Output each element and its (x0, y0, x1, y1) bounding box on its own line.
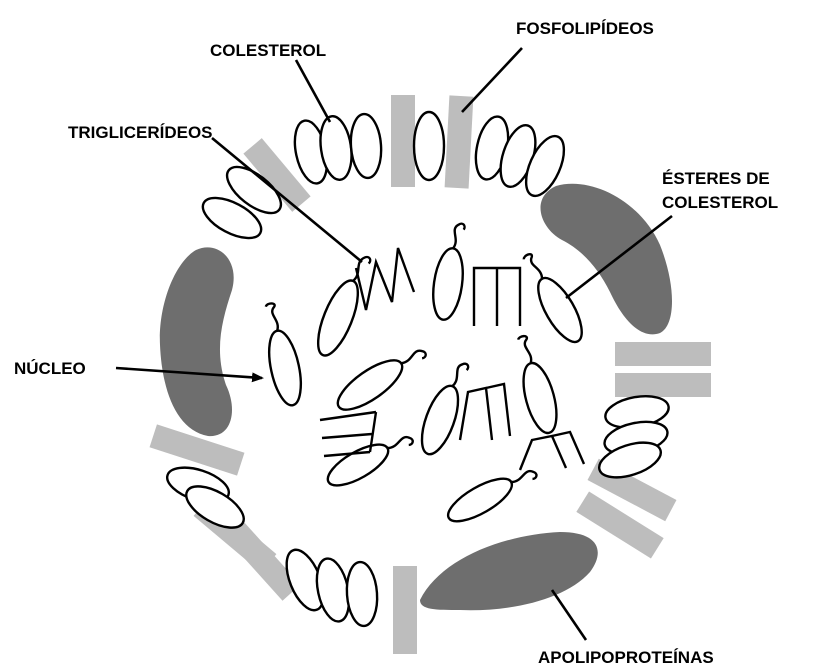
label-trigliceridos: TRIGLICERÍDEOS (68, 123, 213, 142)
leader-apolipoproteinas (552, 590, 586, 640)
apolipoprotein-bottom (420, 532, 598, 610)
leader-colesterol (296, 60, 330, 122)
phospholipid (391, 95, 415, 187)
cholesterol-ester (258, 300, 307, 408)
phospholipid (393, 566, 417, 654)
leader-fosfolipideos (462, 48, 522, 112)
core-cholesterol-esters (258, 221, 591, 529)
apolipoprotein-left (160, 247, 234, 436)
label-fosfolipideos: FOSFOLIPÍDEOS (516, 19, 654, 38)
triglyceride (520, 432, 584, 470)
phospholipid (445, 95, 474, 188)
cholesterol-ester (516, 247, 590, 348)
cholesterol-molecule (345, 561, 379, 627)
triglyceride (474, 268, 520, 326)
label-apolipoproteinas: APOLIPOPROTEÍNAS (538, 648, 714, 667)
cholesterol-ester (429, 221, 470, 322)
cholesterol-ester (331, 337, 430, 418)
cholesterol-ester (510, 332, 563, 436)
triglyceride (460, 384, 510, 440)
label-colesterol: COLESTEROL (210, 41, 326, 60)
phospholipid (615, 342, 711, 366)
label-esteres-line2: COLESTEROL (662, 193, 778, 212)
cholesterol-molecule (414, 112, 444, 180)
label-nucleo: NÚCLEO (14, 359, 86, 378)
cholesterol-molecule (349, 113, 383, 179)
label-esteres-line1: ÉSTERES DE (662, 169, 770, 188)
cholesterol-ester (442, 458, 540, 529)
phospholipid (615, 373, 711, 397)
